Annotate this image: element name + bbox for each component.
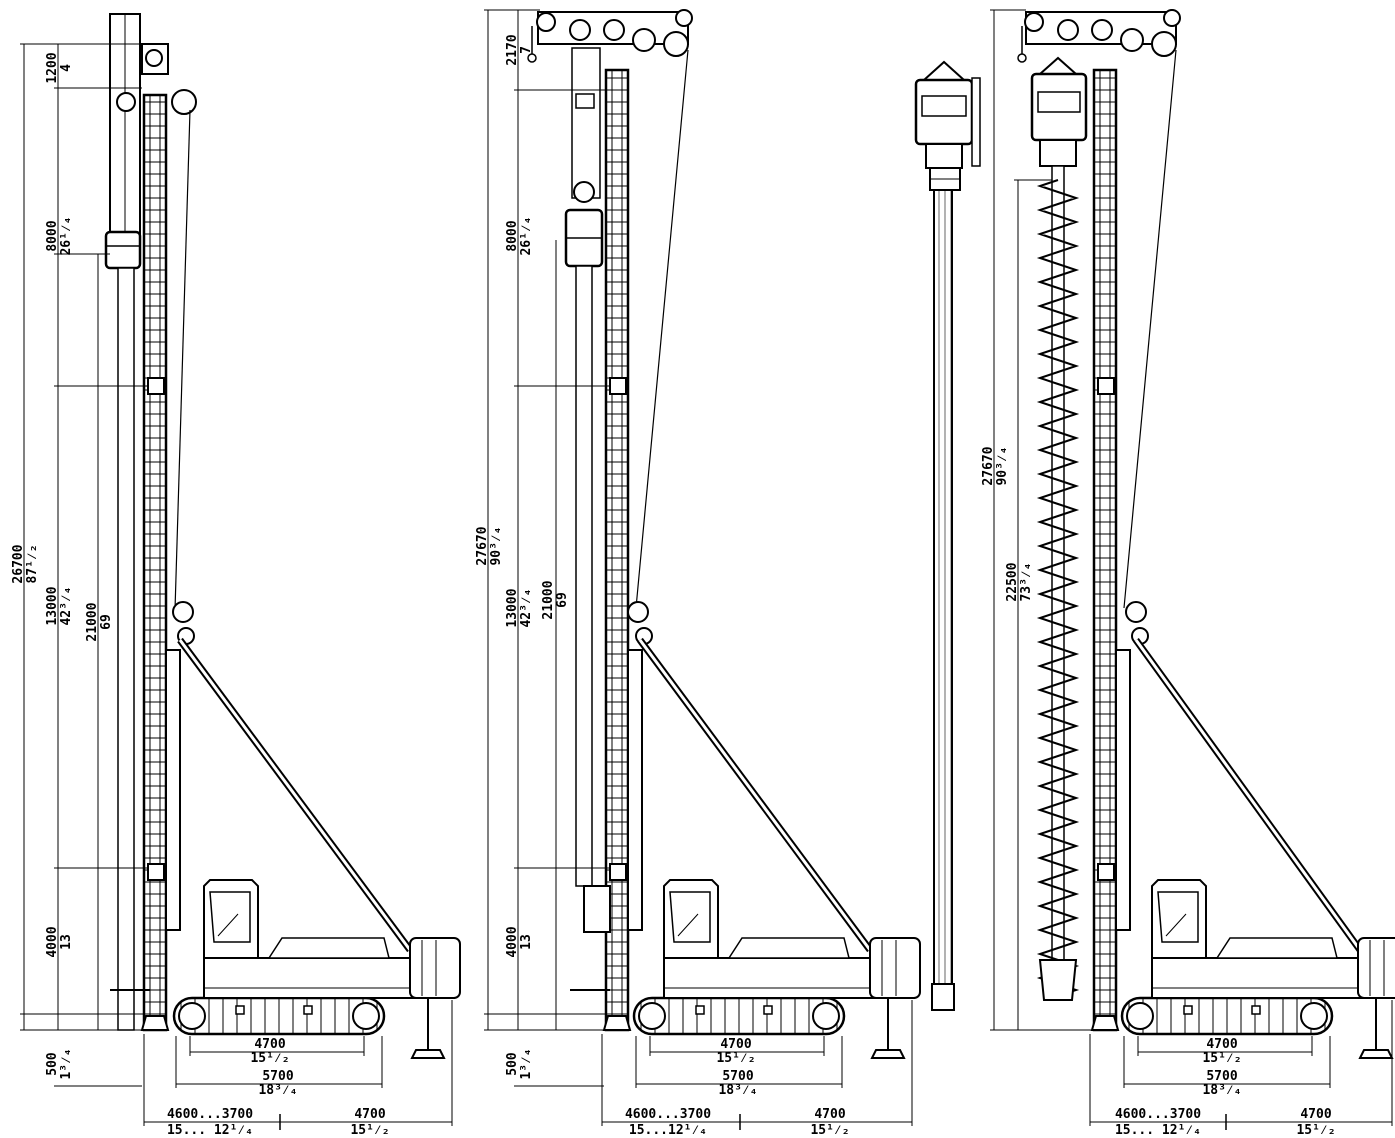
detached-drive-head: [914, 60, 981, 1011]
rig-b-dim-mid-mm: 13000: [505, 588, 520, 627]
rig-b-reach-ft: 15...12¹⁄₄: [629, 1123, 707, 1138]
rig-a-tail-ft: 15¹⁄₂: [350, 1123, 389, 1138]
rig-b-dim-mast-ft: 26¹⁄₄: [519, 216, 534, 255]
rig-a-track-outer-mm: 5700: [262, 1069, 293, 1084]
rig-b-dim-ground-ft: 1³⁄₄: [519, 1048, 534, 1079]
rig-b-reach-mm: 4600...3700: [625, 1107, 711, 1122]
rig-a-dim-total-mm: 26700: [11, 544, 26, 583]
rig-a-track-inner-ft: 15¹⁄₂: [250, 1051, 289, 1066]
rig-a-dim-bottom-mm: 4000: [45, 926, 60, 957]
rig-b-tail-ft: 15¹⁄₂: [810, 1123, 849, 1138]
rig-b-dim-bottom-ft: 13: [519, 934, 534, 950]
rig-c-track-outer-ft: 18³⁄₄: [1202, 1083, 1241, 1098]
rig-c-mast: [1092, 68, 1118, 1032]
rig-b-dim-ground-mm: 500: [505, 1052, 520, 1076]
rig-c-tail-mm: 4700: [1300, 1107, 1331, 1122]
rig-c-dim-auger-mm: 22500: [1005, 562, 1020, 601]
rig-b-dim-stroke-ft: 69: [555, 592, 570, 608]
rig-b-dim-mast-mm: 8000: [505, 220, 520, 251]
rig-b-track-outer-ft: 18³⁄₄: [718, 1083, 757, 1098]
rig-b-dim-stroke-mm: 21000: [541, 580, 556, 619]
rig-b-kelly-bar: [575, 265, 593, 887]
rig-a-dim-stroke-mm: 21000: [85, 602, 100, 641]
rig-a-dim-mid-mm: 13000: [45, 586, 60, 625]
rig-a-dim-ground-mm: 500: [45, 1052, 60, 1076]
rig-a-dim-mast-mm: 8000: [45, 220, 60, 251]
rig-a-dim-total-ft: 87¹⁄₂: [25, 544, 40, 583]
rig-b-track-inner-mm: 4700: [720, 1037, 751, 1052]
rig-b-dim-bottom-mm: 4000: [505, 926, 520, 957]
rig-c-track-inner-ft: 15¹⁄₂: [1202, 1051, 1241, 1066]
rig-a-reach-ft: 15... 12¹⁄₄: [167, 1123, 253, 1138]
rig-b: 2170 7 8000 26¹⁄₄ 27670 90³⁄₄ 13000 42³⁄…: [475, 9, 922, 1138]
rig-c-dim-total-mm: 27670: [981, 446, 996, 485]
rig-c-reach-ft: 15... 12¹⁄₄: [1115, 1123, 1201, 1138]
rig-a-track-outer-ft: 18³⁄₄: [258, 1083, 297, 1098]
rig-a-kelly-bar: [117, 267, 135, 1031]
rig-a-mast: [142, 93, 168, 1032]
rig-c-track-inner-mm: 4700: [1206, 1037, 1237, 1052]
rig-b-dim-total-mm: 27670: [475, 526, 490, 565]
rig-b-dim-mid-ft: 42³⁄₄: [519, 588, 534, 627]
rig-a-dim-top-mm: 1200: [45, 52, 60, 83]
rig-b-track-outer-mm: 5700: [722, 1069, 753, 1084]
rig-a-dim-mast-ft: 26¹⁄₄: [59, 216, 74, 255]
drill-tube: [933, 189, 953, 1011]
rig-a-dim-bottom-ft: 13: [59, 934, 74, 950]
rig-a-reach-mm: 4600...3700: [167, 1107, 253, 1122]
rig-b-dim-top-ft: 7: [519, 46, 534, 54]
rig-c-track-outer-mm: 5700: [1206, 1069, 1237, 1084]
rig-a-dim-top-ft: 4: [59, 64, 74, 72]
rig-c: 27670 90³⁄₄ 22500 73³⁄₄ 4700 15¹⁄₂ 5700 …: [981, 9, 1395, 1138]
rig-b-track-inner-ft: 15¹⁄₂: [716, 1051, 755, 1066]
rig-a-dim-mid-ft: 42³⁄₄: [59, 586, 74, 625]
rig-c-dim-auger-ft: 73³⁄₄: [1019, 562, 1034, 601]
rig-b-tail-mm: 4700: [814, 1107, 845, 1122]
rig-a-tail-mm: 4700: [354, 1107, 385, 1122]
rig-b-dim-top-mm: 2170: [505, 34, 520, 65]
rig-c-tail-ft: 15¹⁄₂: [1296, 1123, 1335, 1138]
rig-c-dim-total-ft: 90³⁄₄: [995, 446, 1010, 485]
rig-a-track-inner-mm: 4700: [254, 1037, 285, 1052]
rig-a-rotary-head: [104, 230, 142, 270]
rig-c-reach-mm: 4600...3700: [1115, 1107, 1201, 1122]
rig-a-dim-stroke-ft: 69: [99, 614, 114, 630]
rig-b-dim-total-ft: 90³⁄₄: [489, 526, 504, 565]
rig-a: 1200 4 8000 26¹⁄₄ 26700 87¹⁄₂ 13000 42³⁄…: [11, 13, 462, 1138]
rig-a-dim-ground-ft: 1³⁄₄: [59, 1048, 74, 1079]
rig-c-auger: [1036, 165, 1080, 997]
